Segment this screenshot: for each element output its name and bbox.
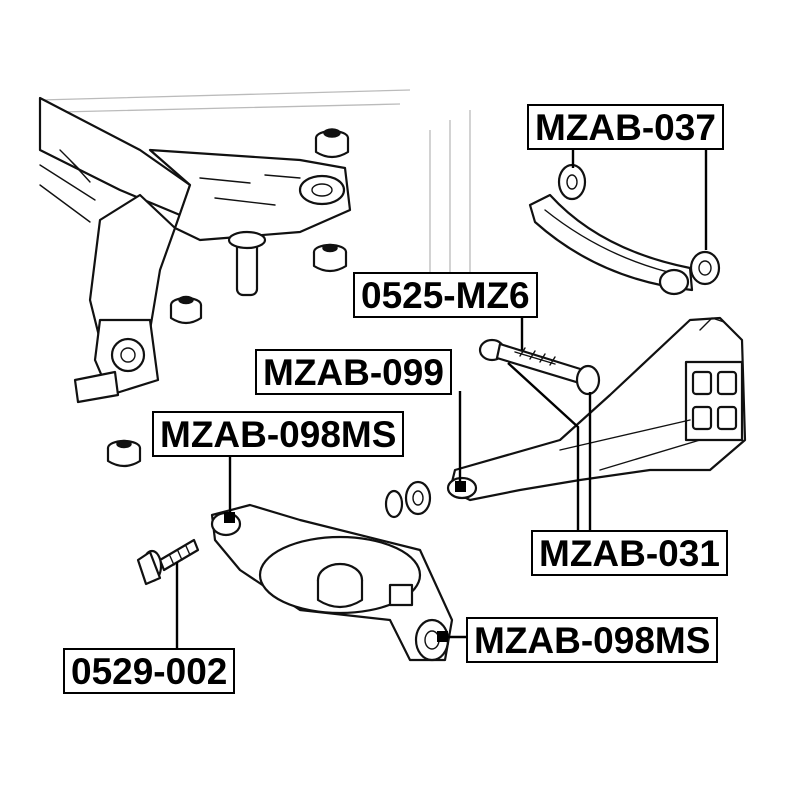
pin-mzab-099 <box>455 481 466 492</box>
nut-washer-pair <box>384 480 432 519</box>
leader-mzab-037 <box>571 147 708 250</box>
label-mzab-031: MZAB-031 <box>531 530 728 576</box>
upper-control-arm <box>528 163 721 296</box>
rear-subframe <box>38 96 352 404</box>
pin-mzab-098ms-top <box>224 512 235 523</box>
lower-control-arm <box>210 503 454 662</box>
bushing-mzab-037-top <box>557 163 587 201</box>
pin-mzab-098ms-bottom <box>437 631 448 642</box>
label-mzab-098ms-top: MZAB-098MS <box>152 411 405 457</box>
label-0525-mz6: 0525-MZ6 <box>353 272 538 318</box>
bushing-mzab-037-right <box>689 250 721 286</box>
camber-bolt <box>136 538 200 586</box>
leader-lines <box>175 147 708 648</box>
label-mzab-037: MZAB-037 <box>527 104 724 150</box>
label-mzab-099: MZAB-099 <box>255 349 452 395</box>
rear-knuckle <box>446 316 747 502</box>
bushing-mid <box>312 243 348 273</box>
leader-mzab-031 <box>507 362 592 530</box>
label-mzab-098ms-bottom: MZAB-098MS <box>466 617 719 663</box>
bushing-left-low <box>106 439 142 468</box>
faint-background-lines <box>39 89 471 300</box>
toe-link-adjustable <box>478 338 601 396</box>
label-0529-002: 0529-002 <box>63 648 236 694</box>
bushing-top <box>314 128 350 159</box>
bushing-left-mid <box>169 295 203 325</box>
pin-markers <box>224 481 466 642</box>
